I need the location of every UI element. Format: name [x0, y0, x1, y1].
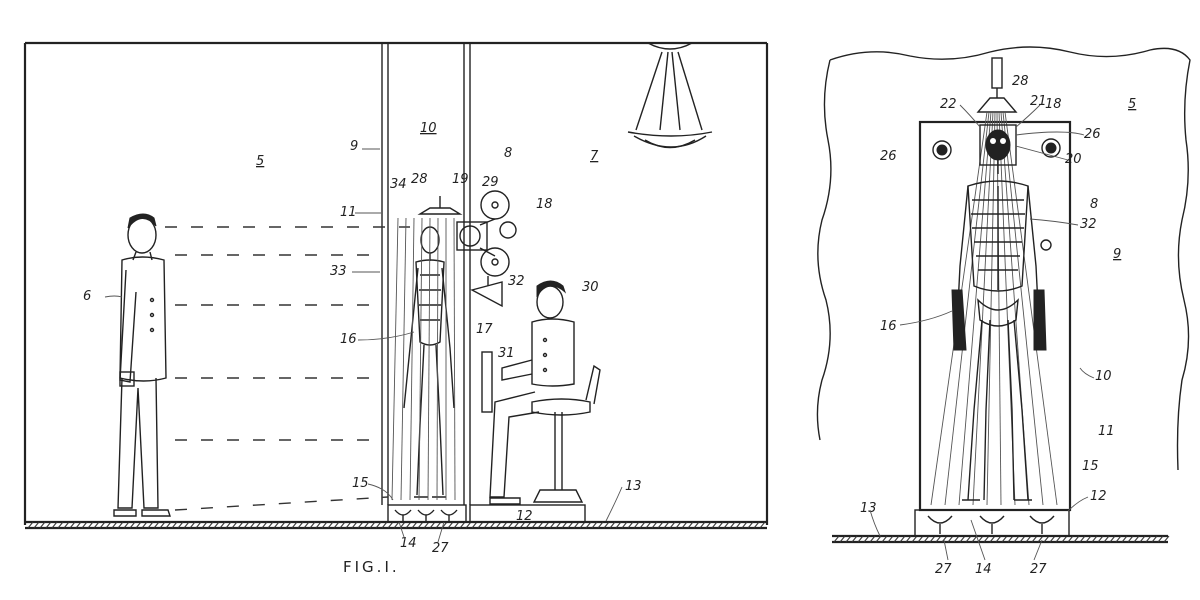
- fig1-label-7: 7: [590, 149, 599, 164]
- light-rays: [391, 217, 456, 501]
- fig2-label-10: 10: [1095, 369, 1112, 384]
- fig2-label-11: 11: [1098, 424, 1115, 439]
- speaker-horn-32: [470, 276, 503, 308]
- fig1-label-32: 32: [508, 274, 525, 289]
- figure-1: 5 6 7 8 9 10 11 12 13 14 15 16 17 18 19 …: [23, 41, 769, 576]
- sight-lines: [165, 226, 410, 511]
- partition-wall-9: [381, 43, 389, 505]
- floor-2: [832, 534, 1170, 544]
- fig2-label-12: 12: [1090, 489, 1107, 504]
- fig1-label-31: 31: [498, 346, 515, 361]
- fig2-label-28: 28: [1012, 74, 1029, 89]
- fig1-label-17: 17: [476, 322, 493, 337]
- figure-2-labels: 5 8 9 10 11 12 13 14 15 16 18 20 21 22 2…: [860, 74, 1136, 577]
- fig1-label-16: 16: [340, 332, 357, 347]
- partition-wall-8: [463, 43, 471, 505]
- fig2-label-27b: 27: [1030, 562, 1047, 577]
- fig1-label-6: 6: [83, 289, 91, 304]
- fig2-label-18: 18: [1045, 97, 1062, 112]
- fig2-label-5: 5: [1128, 97, 1136, 112]
- fig1-label-5: 5: [256, 154, 264, 169]
- lamp-28: [417, 196, 463, 215]
- platform-12: [914, 509, 1070, 537]
- lamps-26: [932, 138, 1061, 251]
- fig1-label-8: 8: [504, 146, 512, 161]
- fig2-label-26a: 26: [880, 149, 897, 164]
- ceiling-fixture-28: [976, 57, 1018, 113]
- fig2-label-9: 9: [1113, 247, 1121, 262]
- control-board-31: [481, 351, 493, 413]
- fig1-label-9: 9: [350, 139, 358, 154]
- fig2-label-26b: 26: [1084, 127, 1101, 142]
- observer-person: [113, 213, 171, 517]
- fig1-label-14: 14: [400, 536, 417, 551]
- fig1-label-28: 28: [411, 172, 428, 187]
- lamps-27: [394, 509, 458, 521]
- skeleton-16-fig2: [951, 124, 1047, 501]
- figure-1-labels: 5 6 7 8 9 10 11 12 13 14 15 16 17 18 19 …: [83, 121, 642, 556]
- fig2-label-14: 14: [975, 562, 992, 577]
- fig1-label-18: 18: [536, 197, 553, 212]
- fig2-label-16: 16: [880, 319, 897, 334]
- fig1-caption: FIG.I.: [343, 558, 400, 576]
- fig1-label-10: 10: [420, 121, 437, 136]
- fig1-label-33: 33: [330, 264, 347, 279]
- fig2-label-32: 32: [1080, 217, 1097, 232]
- fig2-label-22: 22: [940, 97, 957, 112]
- floor: [25, 520, 767, 530]
- fig2-label-21: 21: [1030, 94, 1047, 109]
- booth-frame: [918, 120, 1072, 512]
- fig1-label-30: 30: [582, 280, 599, 295]
- fig1-label-34: 34: [390, 177, 407, 192]
- fig1-label-13: 13: [625, 479, 642, 494]
- fig1-label-19: 19: [452, 172, 469, 187]
- break-outline: [816, 46, 1191, 471]
- fig1-label-15: 15: [352, 476, 369, 491]
- fig2-label-20: 20: [1065, 152, 1082, 167]
- fig2-label-27a: 27: [935, 562, 952, 577]
- operator-chair: [531, 364, 601, 503]
- operator-person: [489, 280, 575, 505]
- fig1-label-29: 29: [482, 175, 499, 190]
- stand-12: [469, 504, 586, 523]
- fig1-label-12: 12: [516, 509, 533, 524]
- fig1-label-27: 27: [432, 541, 449, 556]
- chandelier: [627, 42, 713, 149]
- fig1-label-11: 11: [340, 205, 357, 220]
- fig2-label-15: 15: [1082, 459, 1099, 474]
- platform-14: [387, 504, 467, 523]
- fig2-label-13: 13: [860, 501, 877, 516]
- lamps-27-fig2: [927, 515, 1055, 534]
- fig2-label-8: 8: [1090, 197, 1098, 212]
- projector-machine-18: [456, 190, 517, 277]
- figure-2: 5 8 9 10 11 12 13 14 15 16 18 20 21 22 2…: [816, 46, 1191, 577]
